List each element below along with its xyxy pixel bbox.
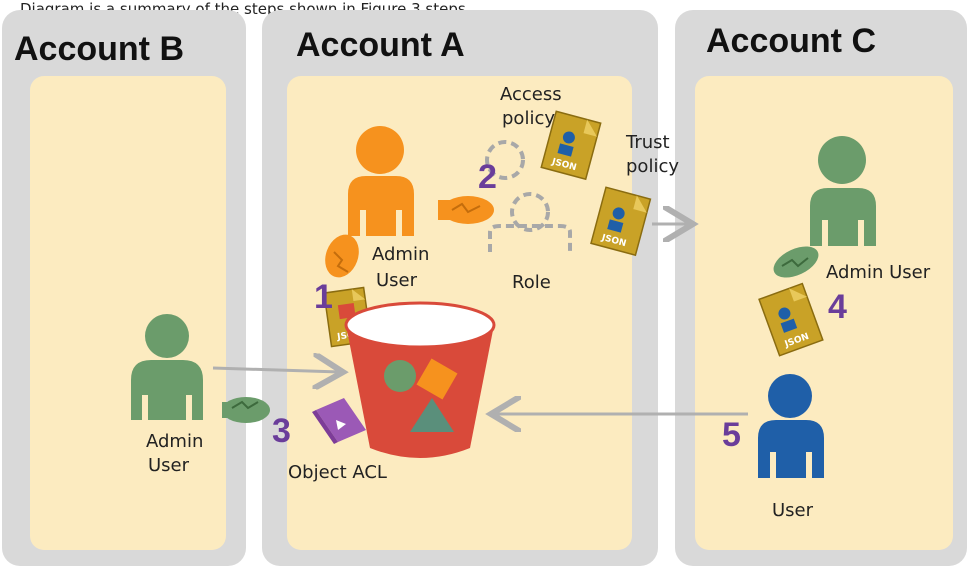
account-a-admin-user-icon — [348, 126, 414, 236]
account-a-hand-down-icon — [325, 234, 359, 278]
account-a-title: Account A — [296, 26, 465, 64]
role-label: Role — [512, 272, 551, 293]
s3-bucket-icon — [344, 301, 496, 458]
trust-policy-document-icon: JSON — [590, 186, 652, 257]
account-b-admin-user-icon — [131, 314, 203, 420]
role-icon — [485, 140, 572, 252]
account-c-title: Account C — [706, 22, 876, 60]
step-5-number: 5 — [722, 416, 741, 454]
account-b-body — [30, 76, 226, 550]
step-1-number: 1 — [314, 278, 333, 316]
arrow-b-to-bucket — [212, 368, 340, 372]
object-acl-icon — [312, 398, 366, 444]
account-c-user-icon — [758, 374, 824, 478]
account-a-user-label-1: Admin — [372, 244, 429, 265]
account-b-title: Account B — [14, 30, 184, 68]
account-b-hand-icon — [222, 397, 270, 423]
account-b-user-label-1: Admin — [146, 431, 203, 452]
account-b-user-label-2: User — [148, 455, 190, 476]
trust-policy-label-2: policy — [626, 156, 679, 177]
step-4-number: 4 — [828, 288, 847, 326]
account-a-hand-to-role-icon — [438, 196, 494, 224]
access-policy-document-icon: JSON — [540, 110, 602, 181]
step-3-number: 3 — [272, 412, 291, 450]
account-c-policy-document-icon: JSON — [758, 282, 824, 357]
account-c-admin-user-icon — [810, 136, 876, 246]
object-acl-label: Object ACL — [288, 462, 387, 483]
account-c-hand-icon — [773, 246, 819, 278]
step-2-number: 2 — [478, 158, 497, 196]
account-a-user-label-2: User — [376, 270, 418, 291]
access-policy-label-2: policy — [502, 108, 555, 129]
account-c-admin-label: Admin User — [826, 262, 931, 283]
access-policy-label-1: Access — [500, 84, 562, 105]
account-c-user-label: User — [772, 500, 814, 521]
trust-policy-label-1: Trust — [625, 132, 670, 153]
